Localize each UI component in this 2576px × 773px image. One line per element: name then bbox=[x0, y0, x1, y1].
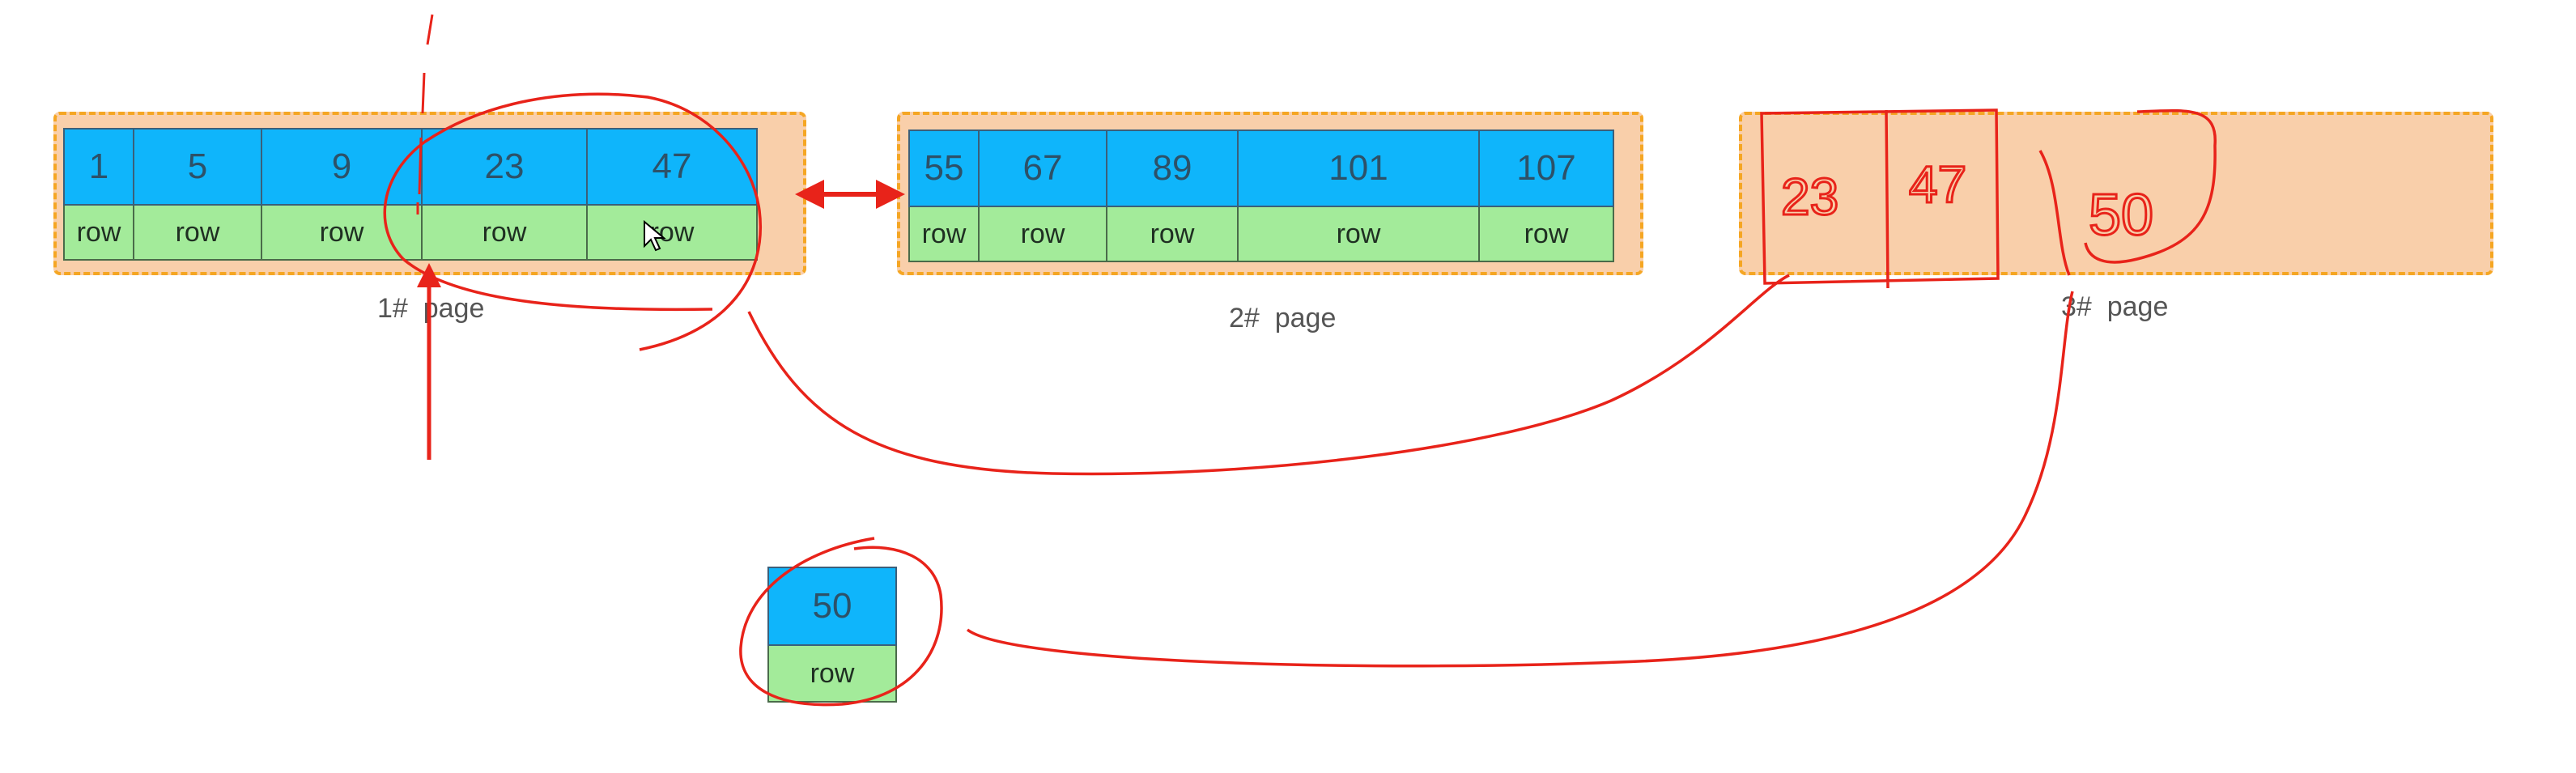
handwritten-cell-borders bbox=[1760, 108, 2000, 289]
record: 9 row bbox=[261, 128, 423, 261]
page-3-caption: 3# page bbox=[2061, 291, 2169, 322]
new-record-50: 50 row bbox=[767, 567, 897, 703]
record-key: 67 bbox=[978, 130, 1107, 207]
record-row: row bbox=[767, 646, 897, 703]
record: 50 row bbox=[767, 567, 897, 703]
circle-record-50 bbox=[739, 537, 943, 707]
record-key: 101 bbox=[1237, 130, 1480, 207]
record-row: row bbox=[133, 206, 262, 261]
split-line bbox=[416, 14, 434, 214]
record: 101 row bbox=[1237, 130, 1480, 262]
handwritten-cell-50 bbox=[2038, 108, 2217, 276]
record: 23 row bbox=[421, 128, 588, 261]
record-row: row bbox=[421, 206, 588, 261]
page-2-caption: 2# page bbox=[1229, 303, 1337, 333]
record-key: 1 bbox=[63, 128, 134, 206]
record: 55 row bbox=[908, 130, 980, 262]
record: 107 row bbox=[1478, 130, 1614, 262]
record-row: row bbox=[1106, 207, 1239, 262]
page-1-caption: 1# page bbox=[377, 293, 485, 324]
record-row: row bbox=[586, 206, 758, 261]
handwritten-23: 23 bbox=[1781, 168, 1838, 226]
record-key: 55 bbox=[908, 130, 980, 207]
insert-curve-to-page-3 bbox=[966, 291, 2074, 668]
record-key: 50 bbox=[767, 567, 897, 646]
move-curve-to-page-3 bbox=[747, 274, 1790, 476]
page-2-records: 55 row 67 row 89 row 101 row 107 row bbox=[908, 130, 1614, 262]
record: 5 row bbox=[133, 128, 262, 261]
record-row: row bbox=[978, 207, 1107, 262]
record: 1 row bbox=[63, 128, 134, 261]
record-key: 9 bbox=[261, 128, 423, 206]
record-row: row bbox=[1478, 207, 1614, 262]
record: 47 row bbox=[586, 128, 758, 261]
mouse-cursor-icon bbox=[644, 220, 666, 252]
record-key: 47 bbox=[586, 128, 758, 206]
record-key: 5 bbox=[133, 128, 262, 206]
page-3-box bbox=[1739, 112, 2493, 275]
record-key: 89 bbox=[1106, 130, 1239, 207]
record: 67 row bbox=[978, 130, 1107, 262]
record: 89 row bbox=[1106, 130, 1239, 262]
record-key: 23 bbox=[421, 128, 588, 206]
record-row: row bbox=[63, 206, 134, 261]
record-key: 107 bbox=[1478, 130, 1614, 207]
record-row: row bbox=[1237, 207, 1480, 262]
handwritten-47: 47 bbox=[1909, 155, 1966, 214]
circle-23-47 bbox=[383, 92, 762, 351]
handwritten-50: 50 bbox=[2089, 183, 2153, 248]
record-row: row bbox=[908, 207, 980, 262]
page-1-records: 1 row 5 row 9 row 23 row 47 row bbox=[63, 128, 758, 261]
